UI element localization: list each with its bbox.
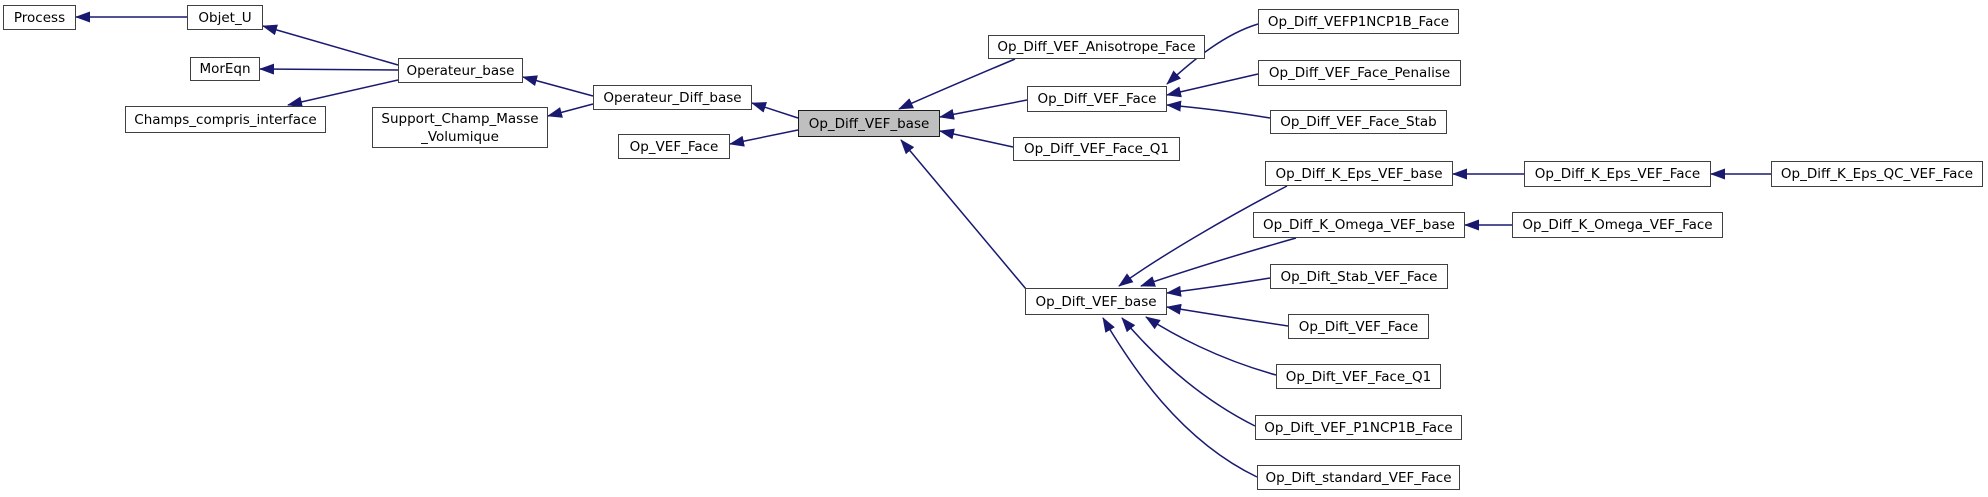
inheritance-arrow-op-diff-vef-face-stab-to-op-diff-vef-face bbox=[1166, 100, 1271, 119]
node-label: Op_Diff_VEF_Face_Q1 bbox=[1024, 141, 1169, 157]
inheritance-arrow-operateur-base-to-champs-compris-interface bbox=[287, 79, 399, 108]
inheritance-arrow-op-diff-vef-anisotrope-face-to-op-diff-vef-base bbox=[898, 58, 1016, 110]
node-operateur-base[interactable]: Operateur_base bbox=[398, 58, 523, 83]
inheritance-arrow-op-diff-vefp1ncp1b-face-to-op-diff-vef-face bbox=[1166, 23, 1259, 85]
node-label: Op_Diff_VEF_Anisotrope_Face bbox=[997, 39, 1196, 55]
node-op-diff-k-eps-vef-face[interactable]: Op_Diff_K_Eps_VEF_Face bbox=[1524, 161, 1711, 187]
node-process[interactable]: Process bbox=[3, 5, 76, 30]
node-op-dift-stab-vef-face[interactable]: Op_Dift_Stab_VEF_Face bbox=[1270, 264, 1448, 289]
node-op-dift-vef-base[interactable]: Op_Dift_VEF_base bbox=[1025, 288, 1167, 315]
node-op-dift-vef-face[interactable]: Op_Dift_VEF_Face bbox=[1288, 314, 1429, 339]
inheritance-arrow-operateur-diff-base-to-operateur-base bbox=[522, 75, 594, 97]
node-label: Op_Diff_K_Eps_VEF_Face bbox=[1534, 166, 1701, 182]
node-op-diff-vef-face-q1[interactable]: Op_Diff_VEF_Face_Q1 bbox=[1013, 137, 1180, 161]
inheritance-arrow-operateur-base-to-moreqn bbox=[259, 63, 399, 75]
node-op-dift-vef-face-q1[interactable]: Op_Dift_VEF_Face_Q1 bbox=[1276, 364, 1441, 389]
node-label: Op_Dift_standard_VEF_Face bbox=[1265, 469, 1452, 486]
node-op-diff-k-eps-qc-vef-face[interactable]: Op_Diff_K_Eps_QC_VEF_Face bbox=[1771, 161, 1983, 187]
inheritance-arrow-operateur-base-to-objet-u bbox=[262, 24, 399, 66]
inheritance-arrow-op-diff-vef-base-to-op-vef-face bbox=[729, 129, 799, 147]
node-op-dift-standard-vef-face[interactable]: Op_Dift_standard_VEF_Face bbox=[1257, 465, 1460, 490]
node-champs-compris-interface[interactable]: Champs_compris_interface bbox=[125, 106, 326, 133]
node-label: Op_Dift_VEF_P1NCP1B_Face bbox=[1264, 419, 1453, 436]
node-label: Process bbox=[13, 9, 66, 26]
node-label: Op_Dift_VEF_Face bbox=[1298, 318, 1419, 335]
node-op-diff-vef-face-penalise[interactable]: Op_Diff_VEF_Face_Penalise bbox=[1258, 60, 1461, 86]
node-label: Op_Diff_K_Eps_QC_VEF_Face bbox=[1780, 166, 1974, 182]
node-op-diff-k-omega-vef-face[interactable]: Op_Diff_K_Omega_VEF_Face bbox=[1512, 212, 1723, 238]
node-operateur-diff-base[interactable]: Operateur_Diff_base bbox=[593, 85, 752, 110]
inheritance-arrow-op-diff-k-eps-vef-base-to-op-dift-vef-base bbox=[1118, 185, 1288, 287]
inheritance-arrow-op-dift-stab-vef-face-to-op-dift-vef-base bbox=[1166, 277, 1271, 297]
inheritance-arrow-op-dift-vef-base-to-op-diff-vef-base bbox=[900, 139, 1027, 290]
node-label: Op_Diff_K_Omega_VEF_Face bbox=[1522, 217, 1713, 233]
node-label: Op_Diff_K_Eps_VEF_base bbox=[1275, 165, 1443, 182]
node-label: Op_VEF_Face bbox=[629, 138, 719, 155]
node-label: MorEqn bbox=[199, 61, 251, 77]
node-label: Op_Diff_K_Omega_VEF_base bbox=[1263, 217, 1455, 233]
node-label: Champs_compris_interface bbox=[134, 111, 317, 128]
node-op-diff-k-eps-vef-base[interactable]: Op_Diff_K_Eps_VEF_base bbox=[1265, 161, 1453, 186]
node-label: Objet_U bbox=[198, 9, 252, 26]
inheritance-arrow-op-diff-vef-face-q1-to-op-diff-vef-base bbox=[939, 128, 1014, 148]
node-op-diff-vef-anisotrope-face[interactable]: Op_Diff_VEF_Anisotrope_Face bbox=[988, 35, 1205, 59]
node-label: Op_Diff_VEF_base bbox=[808, 115, 930, 132]
node-op-diff-vefp1ncp1b-face[interactable]: Op_Diff_VEFP1NCP1B_Face bbox=[1258, 9, 1459, 34]
node-label: Op_Dift_VEF_base bbox=[1035, 293, 1157, 310]
node-label: Op_Diff_VEF_Face_Penalise bbox=[1268, 65, 1451, 81]
node-label: Op_Dift_Stab_VEF_Face bbox=[1280, 268, 1438, 285]
node-moreqn[interactable]: MorEqn bbox=[190, 57, 260, 81]
node-label: Op_Diff_VEF_Face_Stab bbox=[1280, 114, 1437, 130]
node-label: Op_Diff_VEFP1NCP1B_Face bbox=[1267, 13, 1450, 30]
node-op-diff-vef-base[interactable]: Op_Diff_VEF_base bbox=[798, 110, 940, 137]
node-op-vef-face[interactable]: Op_VEF_Face bbox=[618, 134, 730, 159]
node-op-diff-vef-face[interactable]: Op_Diff_VEF_Face bbox=[1027, 86, 1167, 112]
node-label: Operateur_base bbox=[406, 62, 515, 79]
inheritance-arrow-op-diff-vef-face-penalise-to-op-diff-vef-face bbox=[1166, 73, 1259, 98]
node-label: Op_Dift_VEF_Face_Q1 bbox=[1285, 368, 1432, 385]
node-support-champ-masse-volumique[interactable]: Support_Champ_Masse_Volumique bbox=[372, 107, 548, 148]
inheritance-arrow-op-dift-vef-face-to-op-dift-vef-base bbox=[1166, 303, 1289, 327]
node-label: _Volumique bbox=[421, 128, 499, 145]
node-label: Operateur_Diff_base bbox=[603, 89, 742, 106]
node-op-diff-vef-face-stab[interactable]: Op_Diff_VEF_Face_Stab bbox=[1270, 110, 1447, 134]
node-op-diff-k-omega-vef-base[interactable]: Op_Diff_K_Omega_VEF_base bbox=[1253, 212, 1465, 238]
inheritance-arrow-op-dift-vef-face-q1-to-op-dift-vef-base bbox=[1145, 316, 1277, 376]
inheritance-arrow-op-diff-vef-base-to-operateur-diff-base bbox=[751, 102, 799, 119]
node-op-dift-vef-p1ncp1b-face[interactable]: Op_Dift_VEF_P1NCP1B_Face bbox=[1255, 415, 1462, 440]
node-label: Op_Diff_VEF_Face bbox=[1037, 91, 1157, 107]
inheritance-arrow-op-diff-vef-face-to-op-diff-vef-base bbox=[939, 99, 1028, 120]
node-objet-u[interactable]: Objet_U bbox=[187, 5, 263, 30]
inheritance-arrow-op-dift-vef-p1ncp1b-face-to-op-dift-vef-base bbox=[1121, 317, 1256, 427]
inheritance-arrow-op-diff-k-omega-vef-base-to-op-dift-vef-base bbox=[1140, 237, 1297, 287]
inheritance-arrow-op-dift-standard-vef-face-to-op-dift-vef-base bbox=[1102, 317, 1258, 478]
inheritance-arrow-operateur-diff-base-to-support-champ-masse-volumique bbox=[547, 103, 594, 118]
node-label: Support_Champ_Masse bbox=[381, 110, 539, 127]
